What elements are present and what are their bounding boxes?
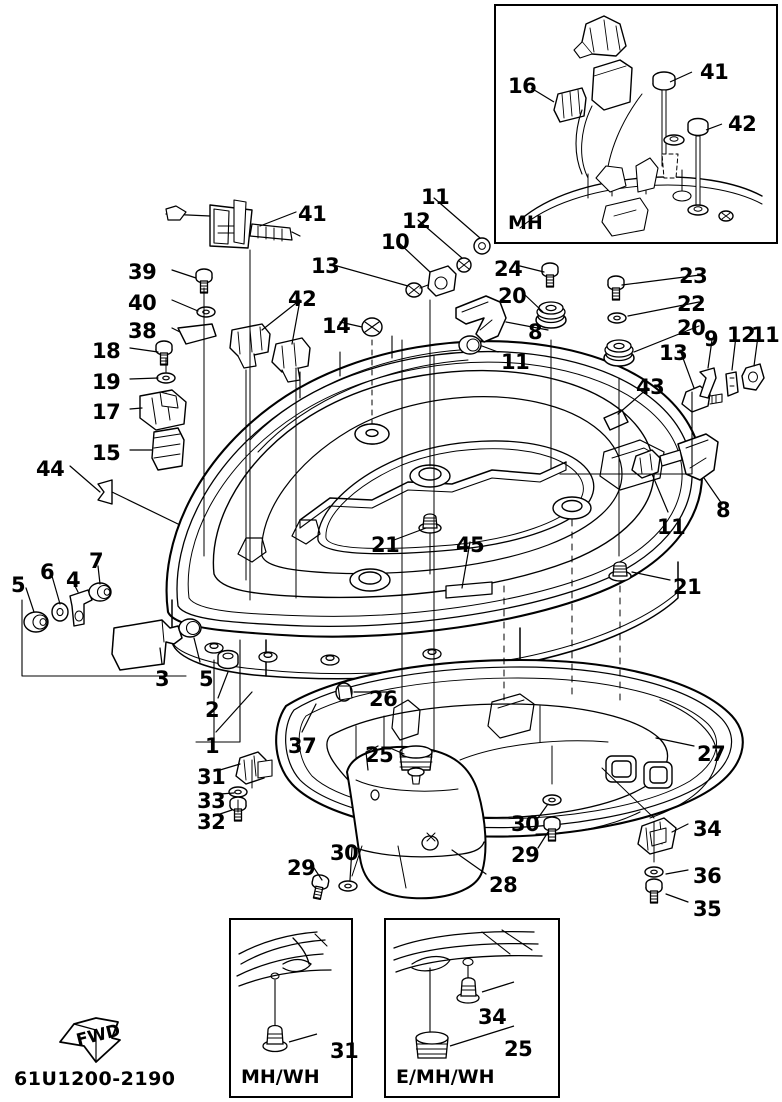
callout-number-5: 5 (199, 667, 214, 691)
callout-number-38: 38 (128, 319, 157, 343)
callout-number-6: 6 (40, 560, 55, 584)
callout-number-11: 11 (751, 323, 780, 347)
callout-number-2: 2 (205, 698, 220, 722)
callout-number-17: 17 (92, 400, 121, 424)
inset-mh-wh-illustration (236, 931, 332, 1053)
callout-number-43: 43 (636, 375, 665, 399)
callout-number-8: 8 (716, 498, 731, 522)
inset-mh-label: MH (508, 212, 543, 234)
callout-number-14: 14 (322, 314, 351, 338)
callout-number-19: 19 (92, 370, 121, 394)
diagram-part-number: 61U1200-2190 (14, 1068, 176, 1090)
callout-number-41: 41 (700, 60, 729, 84)
callout-number-45: 45 (456, 533, 485, 557)
callout-number-31: 31 (197, 765, 226, 789)
callout-number-26: 26 (369, 687, 398, 711)
callout-number-16: 16 (508, 74, 537, 98)
callout-number-39: 39 (128, 260, 157, 284)
callout-number-8: 8 (528, 320, 543, 344)
callout-number-29: 29 (511, 843, 540, 867)
callout-number-9: 9 (704, 327, 719, 351)
callout-number-21: 21 (673, 575, 702, 599)
callout-number-11: 11 (421, 185, 450, 209)
callout-number-27: 27 (697, 742, 726, 766)
callout-number-42: 42 (288, 287, 317, 311)
callout-number-30: 30 (511, 812, 540, 836)
callout-number-32: 32 (197, 810, 226, 834)
callout-number-42: 42 (728, 112, 757, 136)
callout-number-10: 10 (381, 230, 410, 254)
callout-number-12: 12 (402, 209, 431, 233)
callout-number-21: 21 (371, 533, 400, 557)
callout-number-22: 22 (677, 292, 706, 316)
callout-number-20: 20 (498, 284, 527, 308)
callout-number-20: 20 (677, 316, 706, 340)
inset-mh: MH (494, 4, 778, 244)
callout-number-7: 7 (89, 549, 104, 573)
inset-mh-wh-label: MH/WH (241, 1066, 320, 1088)
callout-number-34: 34 (693, 817, 722, 841)
callout-number-25: 25 (365, 743, 394, 767)
inset-e-mh-wh-label: E/MH/WH (396, 1066, 495, 1088)
callout-number-23: 23 (679, 264, 708, 288)
callout-number-1: 1 (205, 734, 220, 758)
callout-number-25: 25 (504, 1037, 533, 1061)
callout-number-18: 18 (92, 339, 121, 363)
inset-e-mh-wh: E/MH/WH (384, 918, 560, 1098)
callout-number-41: 41 (298, 202, 327, 226)
inset-e-mh-wh-illustration (393, 929, 543, 1059)
callout-number-30: 30 (330, 841, 359, 865)
callout-number-37: 37 (288, 734, 317, 758)
callout-number-3: 3 (155, 667, 170, 691)
callout-number-13: 13 (311, 254, 340, 278)
callout-number-11: 11 (501, 350, 530, 374)
callout-number-12: 12 (727, 323, 756, 347)
callout-number-34: 34 (478, 1005, 507, 1029)
callout-number-35: 35 (693, 897, 722, 921)
callout-number-13: 13 (659, 341, 688, 365)
callout-number-5: 5 (11, 573, 26, 597)
callout-number-28: 28 (489, 873, 518, 897)
callout-number-40: 40 (128, 291, 157, 315)
callout-number-24: 24 (494, 257, 523, 281)
callout-number-4: 4 (66, 568, 81, 592)
callout-number-33: 33 (197, 789, 226, 813)
callout-number-11: 11 (657, 515, 686, 539)
callout-number-31: 31 (330, 1039, 359, 1063)
callout-number-29: 29 (287, 856, 316, 880)
inset-mh-illustration (519, 15, 763, 237)
inset-mh-wh: MH/WH (229, 918, 353, 1098)
callout-number-44: 44 (36, 457, 65, 481)
fwd-arrow (59, 1017, 121, 1063)
callout-number-15: 15 (92, 441, 121, 465)
callout-number-36: 36 (693, 864, 722, 888)
